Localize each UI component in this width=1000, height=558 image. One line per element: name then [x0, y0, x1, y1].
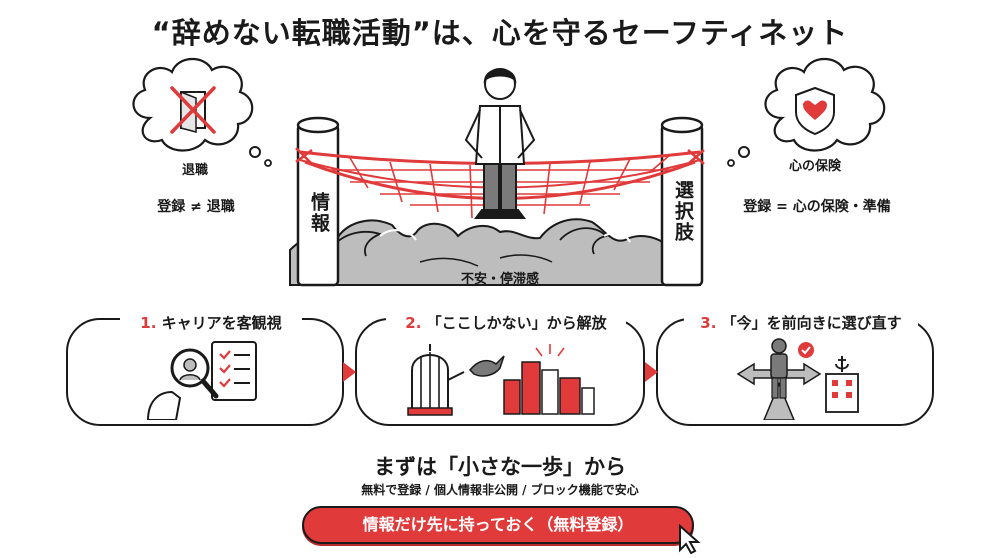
cta-title: まずは「小さな一歩」から	[374, 455, 626, 479]
step-heading-1: 1. キャリアを客観視	[120, 312, 302, 334]
left-pillar	[296, 116, 340, 287]
step-number-2: 2.	[405, 314, 422, 332]
left-caption: 登録 ≠ 退職	[157, 199, 235, 215]
right-caption: 登録 = 心の保険・準備	[743, 199, 891, 215]
step-label-3: 「今」を前向きに選び直す	[721, 314, 902, 332]
cursor-icon	[666, 514, 701, 554]
step-label-1: キャリアを客観視	[161, 314, 282, 332]
cage-bird-city-icon	[407, 344, 595, 416]
step-heading-3: 3. 「今」を前向きに選び直す	[684, 312, 918, 334]
right-thought-bubble	[727, 57, 886, 167]
waves	[289, 218, 701, 286]
right-pillar-label: 選択肢	[672, 180, 694, 243]
free-register-button[interactable]: 情報だけ先に持っておく（無料登録）	[302, 506, 694, 544]
magnifier-checklist-icon	[146, 341, 257, 420]
left-thought-bubble	[132, 57, 272, 167]
step-number-1: 1.	[140, 314, 157, 332]
step-arrow-1	[343, 362, 356, 382]
step-heading-2: 2. 「ここしかない」から解放	[386, 312, 626, 334]
step-arrow-2	[645, 362, 658, 382]
person-standing	[464, 68, 536, 219]
crossed-door-icon	[170, 86, 216, 134]
right-pillar	[660, 116, 704, 287]
crossroads-icon	[736, 338, 859, 420]
cta-subtitle: 無料で登録 / 個人情報非公開 / ブロック機能で安心	[361, 483, 639, 497]
waves-label: 不安・停滞感	[460, 272, 539, 287]
heart-shield-icon	[795, 86, 835, 136]
page-title: “辞めない転職活動”は、心を守るセーフティネット	[151, 16, 849, 50]
left-pillar-label: 情報	[308, 192, 330, 234]
left-bubble-label: 退職	[181, 163, 208, 178]
right-bubble-label: 心の保険	[788, 159, 841, 174]
safety-net-scene	[132, 57, 886, 287]
step-label-2: 「ここしかない」から解放	[426, 314, 607, 332]
step-number-3: 3.	[700, 314, 717, 332]
